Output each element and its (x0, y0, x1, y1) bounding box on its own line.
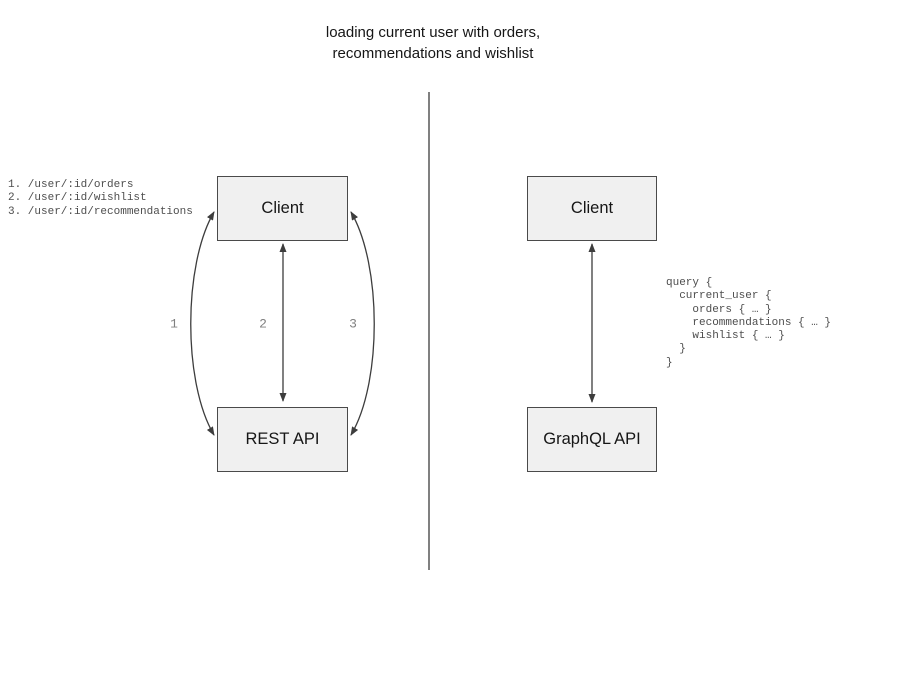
node-graphql-api: GraphQL API (527, 407, 657, 472)
node-client-right-label: Client (570, 199, 614, 217)
rest-endpoints-list: 1. /user/:id/orders 2. /user/:id/wishlis… (8, 179, 193, 218)
graphql-query-snippet: query { current_user { orders { … } reco… (666, 277, 832, 369)
arrow-1-orders-curve (190, 211, 215, 436)
diagram-title: loading current user with orders, recomm… (325, 24, 541, 62)
node-client-right: Client (527, 176, 657, 241)
node-client-left-label: Client (261, 199, 304, 217)
node-rest-api-label: REST API (245, 430, 320, 448)
node-rest-api: REST API (217, 407, 348, 472)
arrow-label-2: 2 (259, 316, 267, 332)
arrow-3-recommendations-curve (350, 211, 375, 436)
arrow-label-3: 3 (349, 316, 357, 332)
arrow-label-1: 1 (170, 316, 178, 332)
node-graphql-api-label: GraphQL API (543, 430, 641, 448)
node-client-left: Client (217, 176, 348, 241)
